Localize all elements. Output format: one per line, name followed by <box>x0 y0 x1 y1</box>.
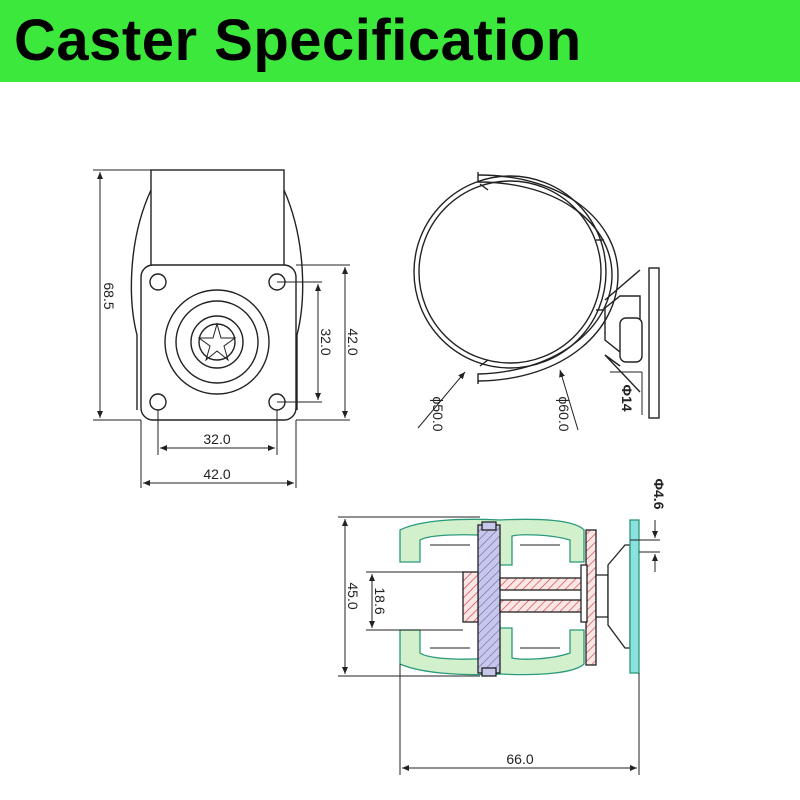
section-view <box>399 518 640 677</box>
wheel-inner <box>418 180 602 364</box>
mount-plate <box>629 519 640 674</box>
fork-outer-arc <box>477 172 613 384</box>
hub-bracket-upper <box>499 577 586 591</box>
hub-left <box>462 571 479 623</box>
dim-plate-thickness: Φ4.6 <box>651 479 667 510</box>
dim-outer-diameter: ϕ60.0 <box>556 396 572 431</box>
side-view-dimensions <box>417 369 643 431</box>
dim-plate-width-v: 42.0 <box>345 328 361 355</box>
fork-left-curve <box>130 189 152 410</box>
mount-plate-side <box>648 267 660 419</box>
bolt-hole-tl <box>149 273 167 291</box>
side-view <box>413 172 660 419</box>
dim-wheel-diameter: ϕ50.0 <box>430 396 446 431</box>
swivel-cone <box>607 544 631 649</box>
top-view-dimensions <box>93 169 350 488</box>
top-view <box>130 169 304 421</box>
wheel-outer <box>413 175 607 369</box>
tire-inner-lines <box>430 544 560 649</box>
fork-right-curve <box>283 189 304 410</box>
dim-hub-width: 18.6 <box>372 587 388 614</box>
axle <box>477 524 501 674</box>
dim-plate-width-h: 42.0 <box>203 466 230 482</box>
rivet-star <box>197 322 237 362</box>
fork-body <box>150 169 285 271</box>
dim-overall-length: 66.0 <box>506 751 533 767</box>
section-view-dimensions <box>338 516 660 775</box>
swivel-collar <box>595 574 609 618</box>
inner-ring <box>190 315 244 369</box>
middle-ring <box>175 300 259 384</box>
dim-bolt-spacing-h: 32.0 <box>203 431 230 447</box>
dim-overall-height: 68.5 <box>101 282 117 309</box>
top-plate <box>140 264 297 421</box>
hub-bracket-lower <box>499 599 586 613</box>
title-banner: Caster Specification <box>0 0 800 82</box>
outer-ring <box>164 289 270 395</box>
dim-wheel-width: 45.0 <box>345 582 361 609</box>
swivel-nut <box>619 317 643 363</box>
dim-bolt-hole: Φ14 <box>619 384 635 411</box>
page-title: Caster Specification <box>14 8 582 73</box>
dim-bolt-spacing-v: 32.0 <box>318 328 334 355</box>
